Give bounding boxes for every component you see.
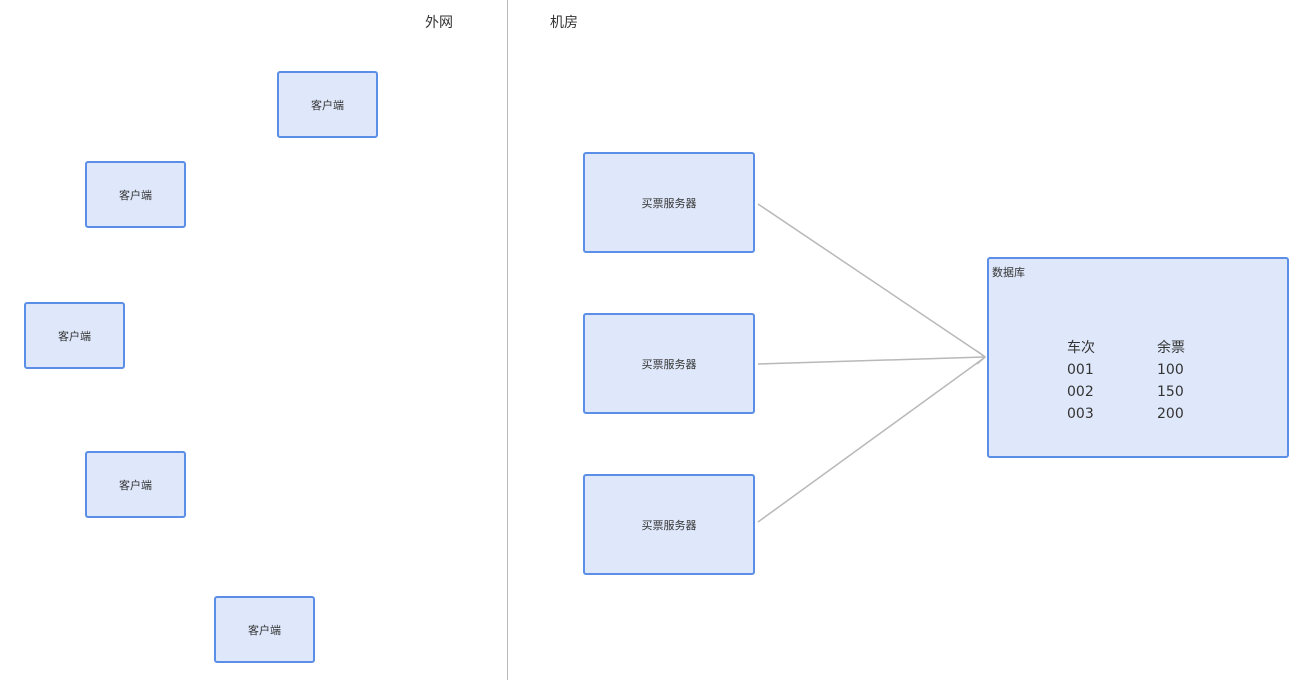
client-node-label: 客户端 — [311, 98, 344, 112]
ticket-server-1[interactable]: 买票服务器 — [583, 152, 755, 253]
arrow-server1-to-database — [757, 203, 985, 357]
client-node-4[interactable]: 客户端 — [85, 451, 186, 518]
ticket-server-2[interactable]: 买票服务器 — [583, 313, 755, 414]
database-table: 车次 余票 001 100 002 150 003 200 — [1067, 339, 1217, 424]
client-node-2[interactable]: 客户端 — [85, 161, 186, 228]
client-node-label: 客户端 — [248, 623, 281, 637]
table-cell-train: 003 — [1067, 406, 1094, 422]
table-cell-remaining: 100 — [1157, 362, 1184, 378]
arrow-server2-to-database — [757, 356, 985, 365]
client-node-label: 客户端 — [58, 329, 91, 343]
table-cell-remaining: 150 — [1157, 384, 1184, 400]
client-node-3[interactable]: 客户端 — [24, 302, 125, 369]
client-node-5[interactable]: 客户端 — [214, 596, 315, 663]
database-node[interactable]: 数据库 车次 余票 001 100 002 150 003 200 — [987, 257, 1289, 458]
table-header-remaining: 余票 — [1157, 340, 1185, 356]
region-label-external: 外网 — [425, 15, 453, 31]
arrowhead-icon — [976, 350, 987, 365]
ticket-server-label: 买票服务器 — [641, 357, 697, 371]
table-header-train: 车次 — [1067, 340, 1095, 356]
client-node-label: 客户端 — [119, 478, 152, 492]
arrow-server3-to-database — [757, 357, 985, 523]
client-node-1[interactable]: 客户端 — [277, 71, 378, 138]
region-divider — [507, 0, 508, 680]
table-cell-train: 001 — [1067, 362, 1094, 378]
region-label-datacenter: 机房 — [550, 15, 578, 31]
table-cell-remaining: 200 — [1157, 406, 1184, 422]
ticket-server-3[interactable]: 买票服务器 — [583, 474, 755, 575]
ticket-server-label: 买票服务器 — [641, 196, 697, 210]
table-cell-train: 002 — [1067, 384, 1094, 400]
database-title: 数据库 — [992, 266, 1025, 279]
ticket-server-label: 买票服务器 — [641, 518, 697, 532]
client-node-label: 客户端 — [119, 188, 152, 202]
